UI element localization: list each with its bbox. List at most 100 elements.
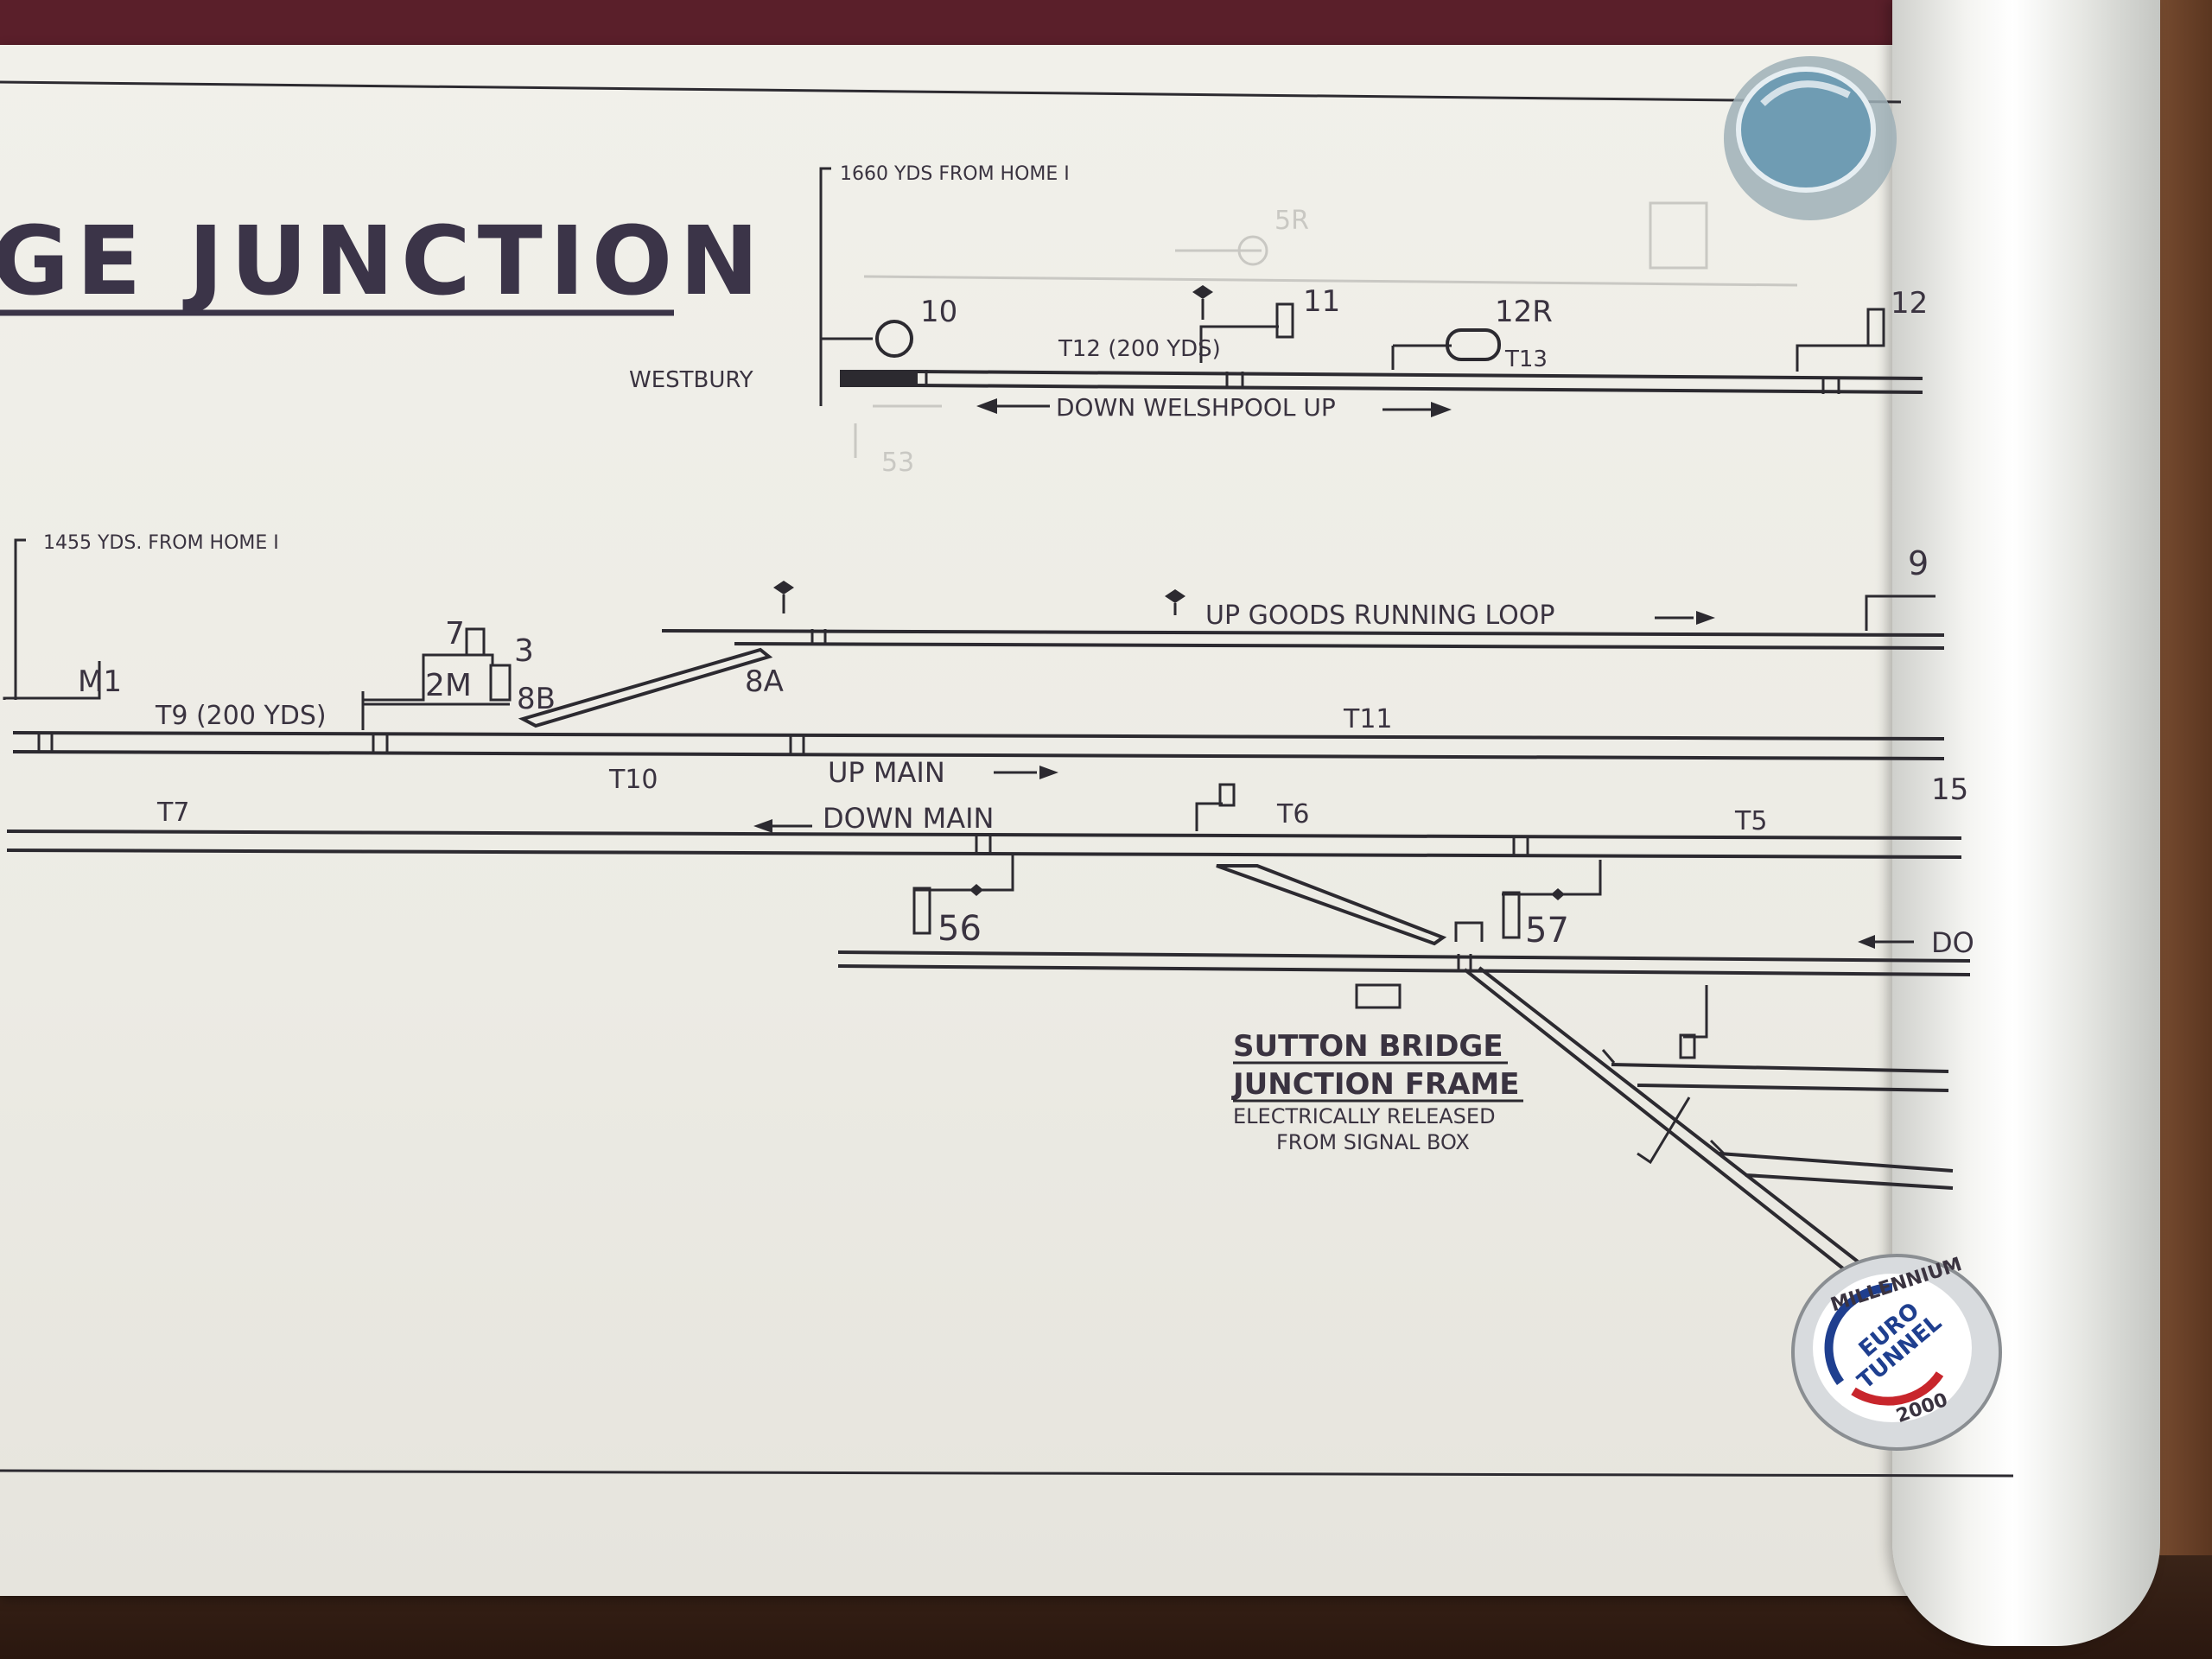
frame-box: [1355, 983, 1402, 1009]
up-goods-loop-lower: [734, 642, 1945, 650]
frame-subtitle-line2: FROM SIGNAL BOX: [1276, 1130, 1470, 1154]
track-joint: [1601, 1049, 1616, 1064]
signal-7-label: 7: [445, 616, 465, 652]
track-circuit-t6: T6: [1276, 799, 1309, 830]
ghost-label-53: 53: [881, 448, 914, 478]
signal-56-lamp-icon: [969, 884, 983, 896]
signal-lamp-icon: [1192, 285, 1213, 299]
up-main-track-lower: [12, 750, 1945, 760]
frame-title-line1: SUTTON BRIDGE: [1233, 1029, 1503, 1064]
distance-marker-1455: [14, 538, 26, 700]
signal-t6-post: [1195, 802, 1223, 831]
track-circuit-t5: T5: [1734, 806, 1767, 836]
signal-57-arm: [1502, 860, 1602, 896]
westbury-label: WESTBURY: [629, 367, 753, 393]
arrow-left-icon: [753, 819, 772, 833]
signal-12r-label: 12R: [1495, 295, 1553, 329]
signal-7-shunt: [465, 627, 486, 657]
frame-subtitle-line1: ELECTRICALLY RELEASED: [1233, 1104, 1496, 1128]
signal-56-shunt: [912, 887, 931, 935]
signal-10-label: 10: [920, 295, 957, 329]
up-goods-loop-upper: [661, 629, 1945, 637]
top-border-line: [0, 80, 1902, 104]
crossover-8: [518, 647, 773, 728]
signal-3-shunt: [489, 664, 512, 702]
siding-1-upper: [1611, 1063, 1949, 1073]
point-8a-label: 8A: [745, 664, 784, 699]
diagram-title: GE JUNCTION: [0, 206, 766, 316]
welshpool-track-lower: [917, 384, 1923, 394]
diverging-track-lower: [1463, 968, 1849, 1274]
distance-marker-1660: [819, 167, 831, 406]
track-circuit-t10: T10: [608, 765, 658, 795]
signal-12r-head: [1446, 328, 1501, 361]
arrow-right-icon: [1696, 611, 1715, 625]
up-main-track-upper: [12, 731, 1945, 741]
distance-label-1455: 1455 YDS. FROM HOME I: [43, 532, 279, 554]
signal-56-label: 56: [938, 909, 982, 949]
arrow-right-icon: [1431, 402, 1452, 417]
ghost-label-5r: 5R: [1274, 206, 1309, 236]
faint-erased-box: [1649, 201, 1708, 270]
distance-label-1660: 1660 YDS FROM HOME I: [840, 163, 1070, 185]
track-circuit-t11: T11: [1343, 704, 1393, 734]
buffer-block: [840, 370, 918, 387]
signal-diagram-sheet: [0, 45, 1979, 1596]
faint-erased-disc: [1237, 235, 1268, 266]
arrow-right-icon: [1039, 766, 1058, 779]
track-circuit-t12: T12 (200 YDS): [1058, 336, 1221, 362]
signal-m1-post: [3, 661, 101, 700]
diverging-track-upper: [1478, 966, 1859, 1263]
branch-signal-shunt: [1679, 1033, 1696, 1059]
signal-12-shunt: [1866, 308, 1885, 347]
signal-57-shunt: [1502, 891, 1521, 939]
track-circuit-t7: T7: [156, 798, 189, 828]
point-8b-label: 8B: [517, 682, 556, 716]
arrow-left-icon: [1858, 935, 1875, 949]
frame-title-line2: JUNCTION FRAME: [1231, 1067, 1519, 1102]
branch-track-upper: [837, 950, 1971, 963]
eurotunnel-paperweight: MILLENNIUM EURO TUNNEL 2000: [1791, 1254, 2002, 1451]
signal-frame-shunt: [1454, 921, 1484, 942]
signal-11-post: [1199, 325, 1279, 363]
welshpool-track-upper: [917, 370, 1923, 380]
signal-15-label: 15: [1931, 772, 1968, 807]
branch-signal-arm: [1637, 1096, 1691, 1165]
glass-paperweight-top: [1724, 56, 1897, 220]
signal-t6-shunt: [1218, 783, 1236, 807]
welshpool-label: DOWN WELSHPOOL UP: [1056, 393, 1336, 422]
signal-m1-label: M1: [78, 664, 122, 699]
down-main-track-upper: [6, 830, 1962, 840]
signal-lamp-icon: [1165, 589, 1185, 603]
right-edge-label: DO: [1931, 926, 1974, 959]
track-joint: [1709, 1139, 1726, 1155]
up-main-label: UP MAIN: [828, 756, 945, 789]
faint-erased-line: [863, 275, 1798, 287]
signal-12-post: [1796, 344, 1875, 372]
signal-57-label: 57: [1525, 911, 1569, 950]
arrow-left-icon: [976, 398, 997, 414]
bottom-border-line: [0, 1469, 2014, 1478]
siding-1-lower: [1637, 1084, 1949, 1092]
track-circuit-t13: T13: [1504, 346, 1548, 372]
down-main-label: DOWN MAIN: [823, 802, 994, 835]
siding-2-lower: [1745, 1173, 1954, 1190]
signal-10-disc: [875, 320, 913, 358]
signal-57-lamp-icon: [1551, 888, 1565, 900]
track-circuit-t9: T9 (200 YDS): [155, 701, 327, 731]
branch-track-lower: [837, 964, 1971, 976]
up-goods-loop-label: UP GOODS RUNNING LOOP: [1205, 601, 1554, 631]
siding-2-upper: [1719, 1152, 1954, 1173]
signal-9-post: [1865, 594, 1936, 631]
branch-signal-post: [1683, 985, 1708, 1039]
crossover-down-main: [1216, 864, 1447, 946]
down-main-track-lower: [6, 849, 1962, 859]
signal-56-arm: [914, 855, 1014, 892]
signal-12-label: 12: [1891, 286, 1928, 321]
signal-2m-label: 2M: [425, 668, 472, 703]
signal-9-label: 9: [1908, 544, 1929, 582]
signal-3-label: 3: [514, 633, 534, 669]
signal-lamp-icon: [773, 581, 794, 594]
